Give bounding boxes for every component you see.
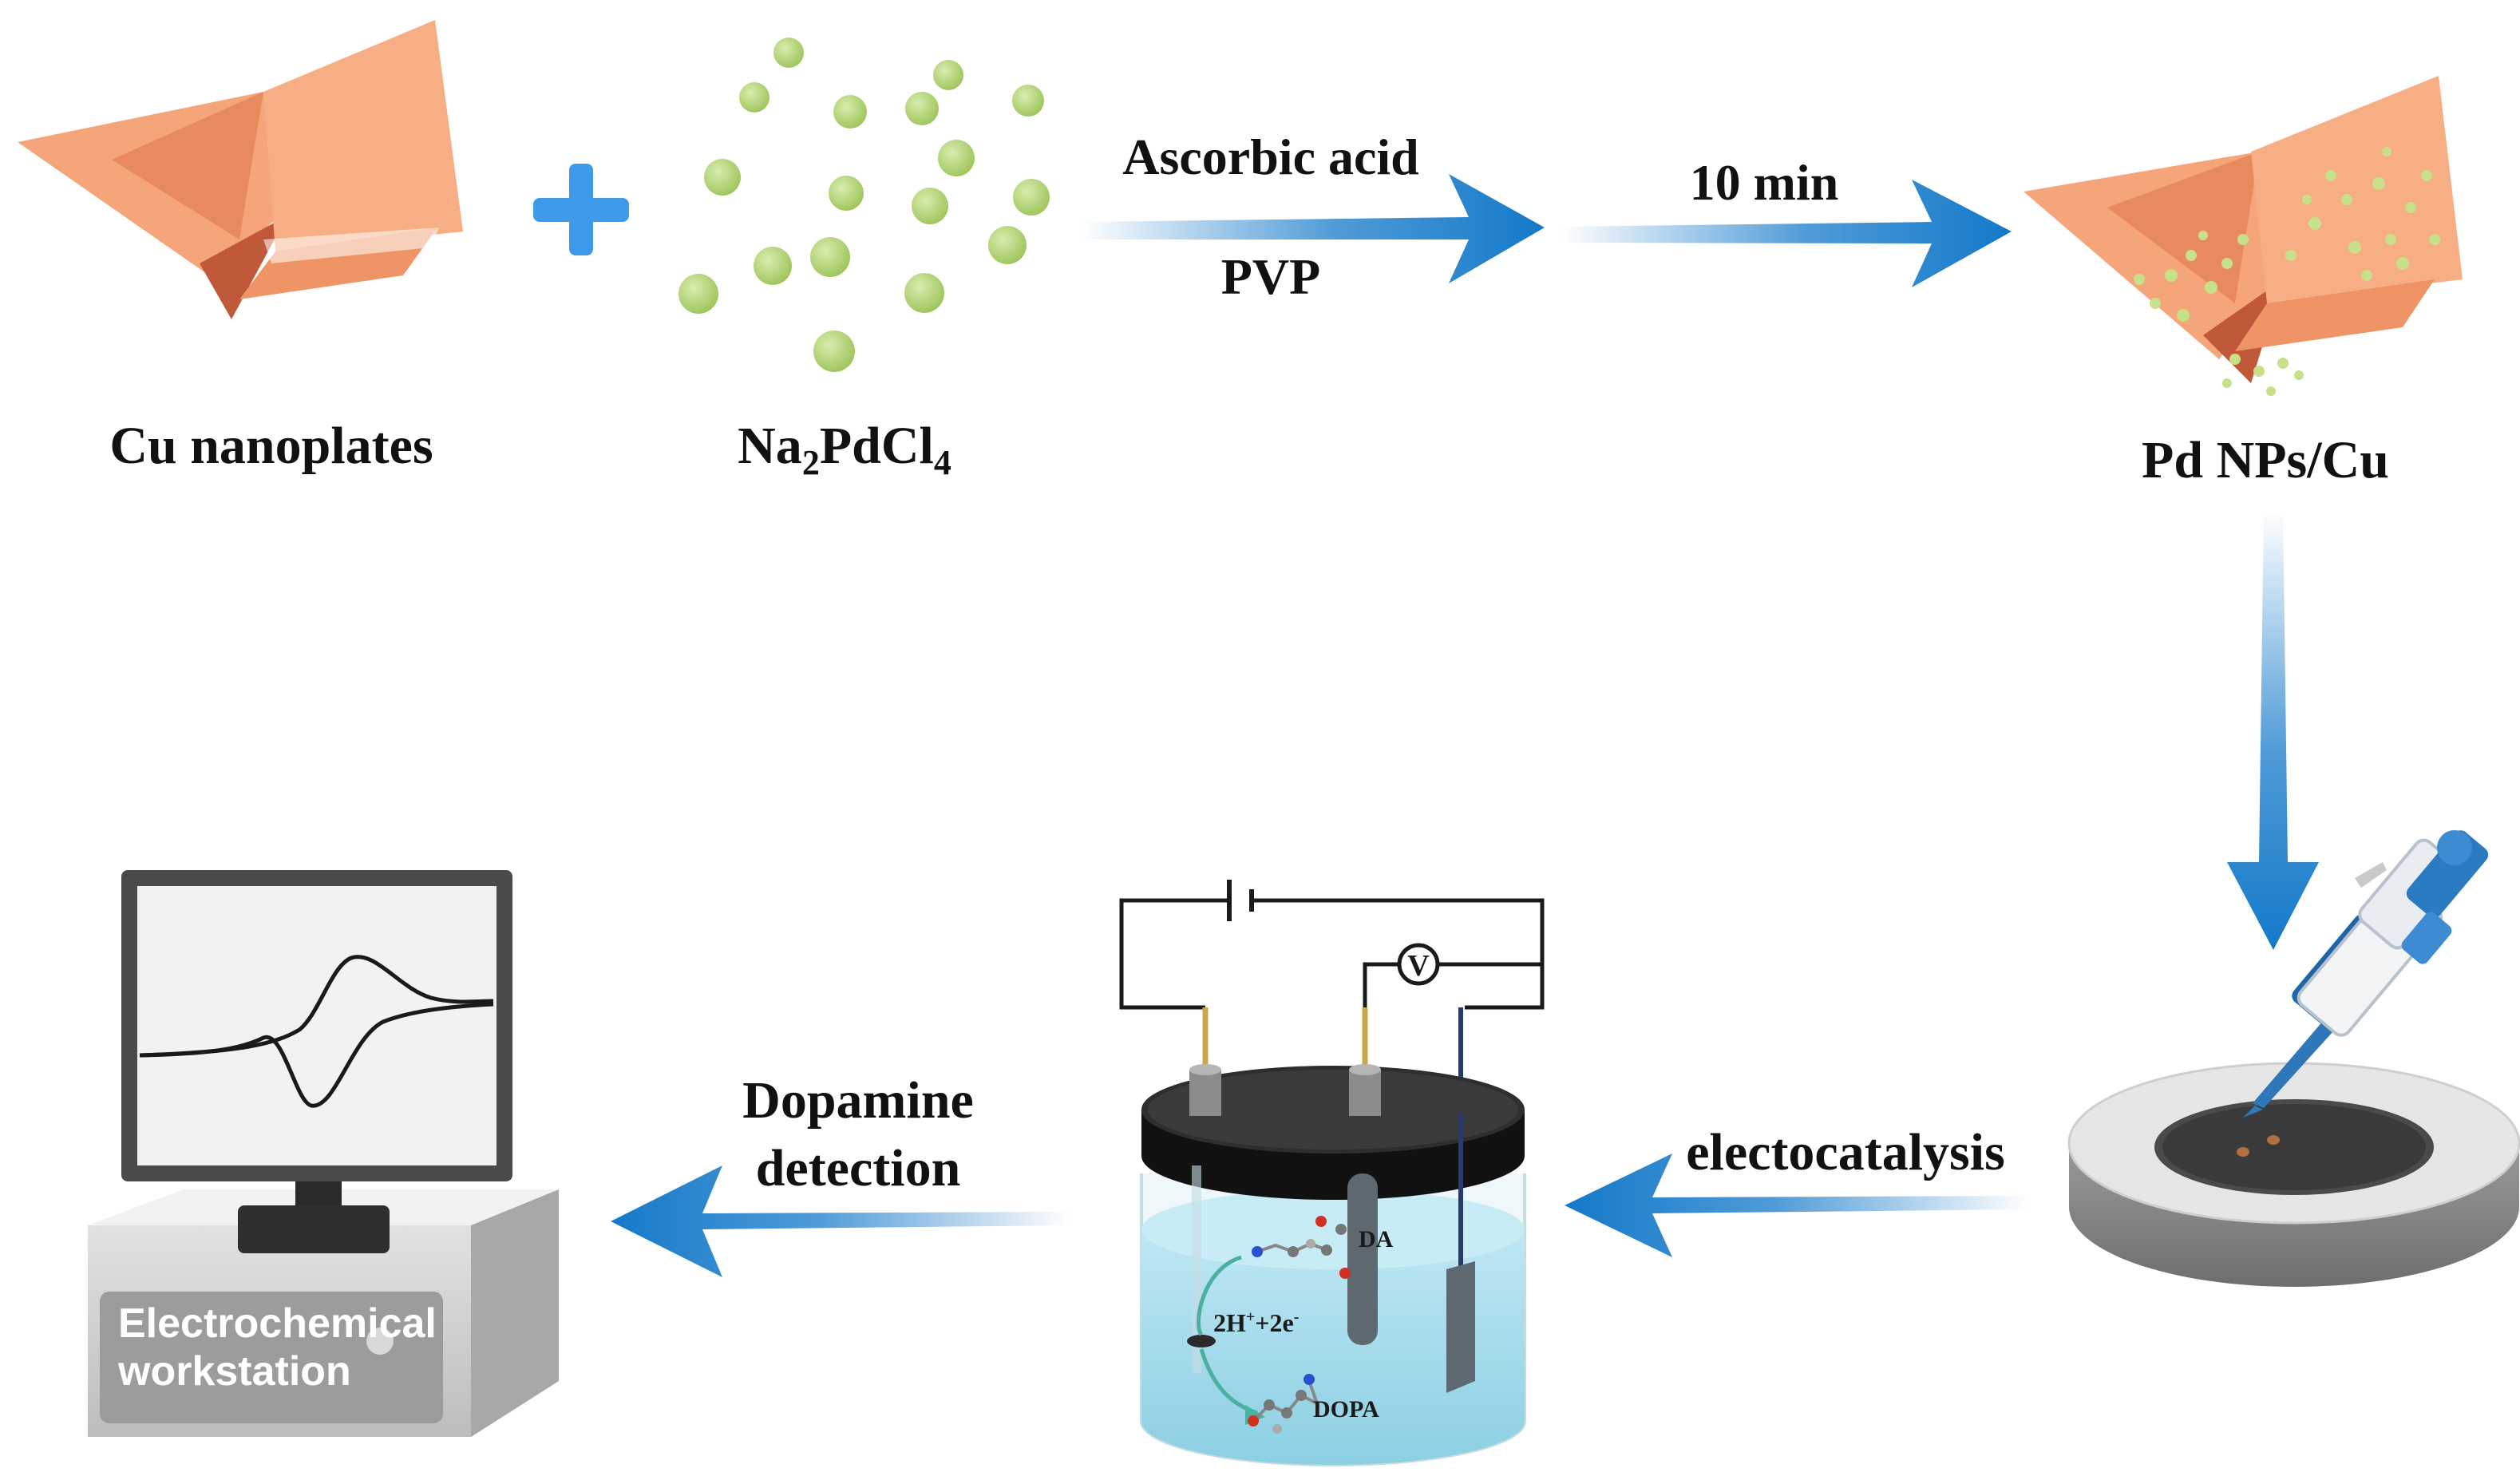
reaction-label: 2H++2e- — [1213, 1308, 1299, 1337]
pd-nps-cu-illustration — [2024, 76, 2463, 396]
detection-label: detection — [756, 1139, 961, 1197]
arrow-dopamine-detection — [611, 1165, 1070, 1277]
ascorbic-acid-label: Ascorbic acid — [1122, 129, 1419, 185]
da-label: DA — [1359, 1226, 1394, 1252]
cu-nanoplates-illustration — [18, 20, 463, 319]
power-button-icon — [366, 1328, 394, 1355]
cyclic-voltammogram-icon — [139, 955, 494, 1108]
arrow-reduction — [1082, 174, 1545, 283]
electrochemical-cell: V DA — [1119, 880, 1545, 1466]
electrode-with-pipette — [2067, 830, 2520, 1287]
reaction-time-label: 10 min — [1690, 154, 1839, 211]
cu-nanoplates-label: Cu nanoplates — [109, 417, 433, 475]
na2pdcl4-label: Na2PdCl4 — [738, 417, 951, 482]
arrow-down-drop-cast — [2227, 511, 2319, 950]
voltmeter-label: V — [1407, 949, 1430, 983]
dopamine-label: Dopamine — [742, 1071, 974, 1130]
pvp-label: PVP — [1221, 248, 1320, 305]
electrochemical-workstation: Electrochemical workstation — [88, 870, 559, 1437]
workstation-line1: Electrochemical — [118, 1300, 437, 1347]
workstation-line2: workstation — [117, 1348, 351, 1395]
plus-icon — [533, 164, 629, 255]
dopa-label: DOPA — [1313, 1396, 1379, 1423]
arrow-electocatalysis — [1565, 1153, 2027, 1257]
pd-precursor-particles — [678, 38, 1050, 372]
pd-nps-cu-label: Pd NPs/Cu — [2142, 431, 2389, 489]
dopa-molecule-icon — [1248, 1374, 1320, 1434]
electocatalysis-label: electocatalysis — [1686, 1123, 2005, 1181]
dopamine-molecule-icon — [1252, 1216, 1351, 1279]
arrow-reaction-time — [1561, 180, 2012, 287]
voltmeter-icon — [1397, 943, 1440, 986]
